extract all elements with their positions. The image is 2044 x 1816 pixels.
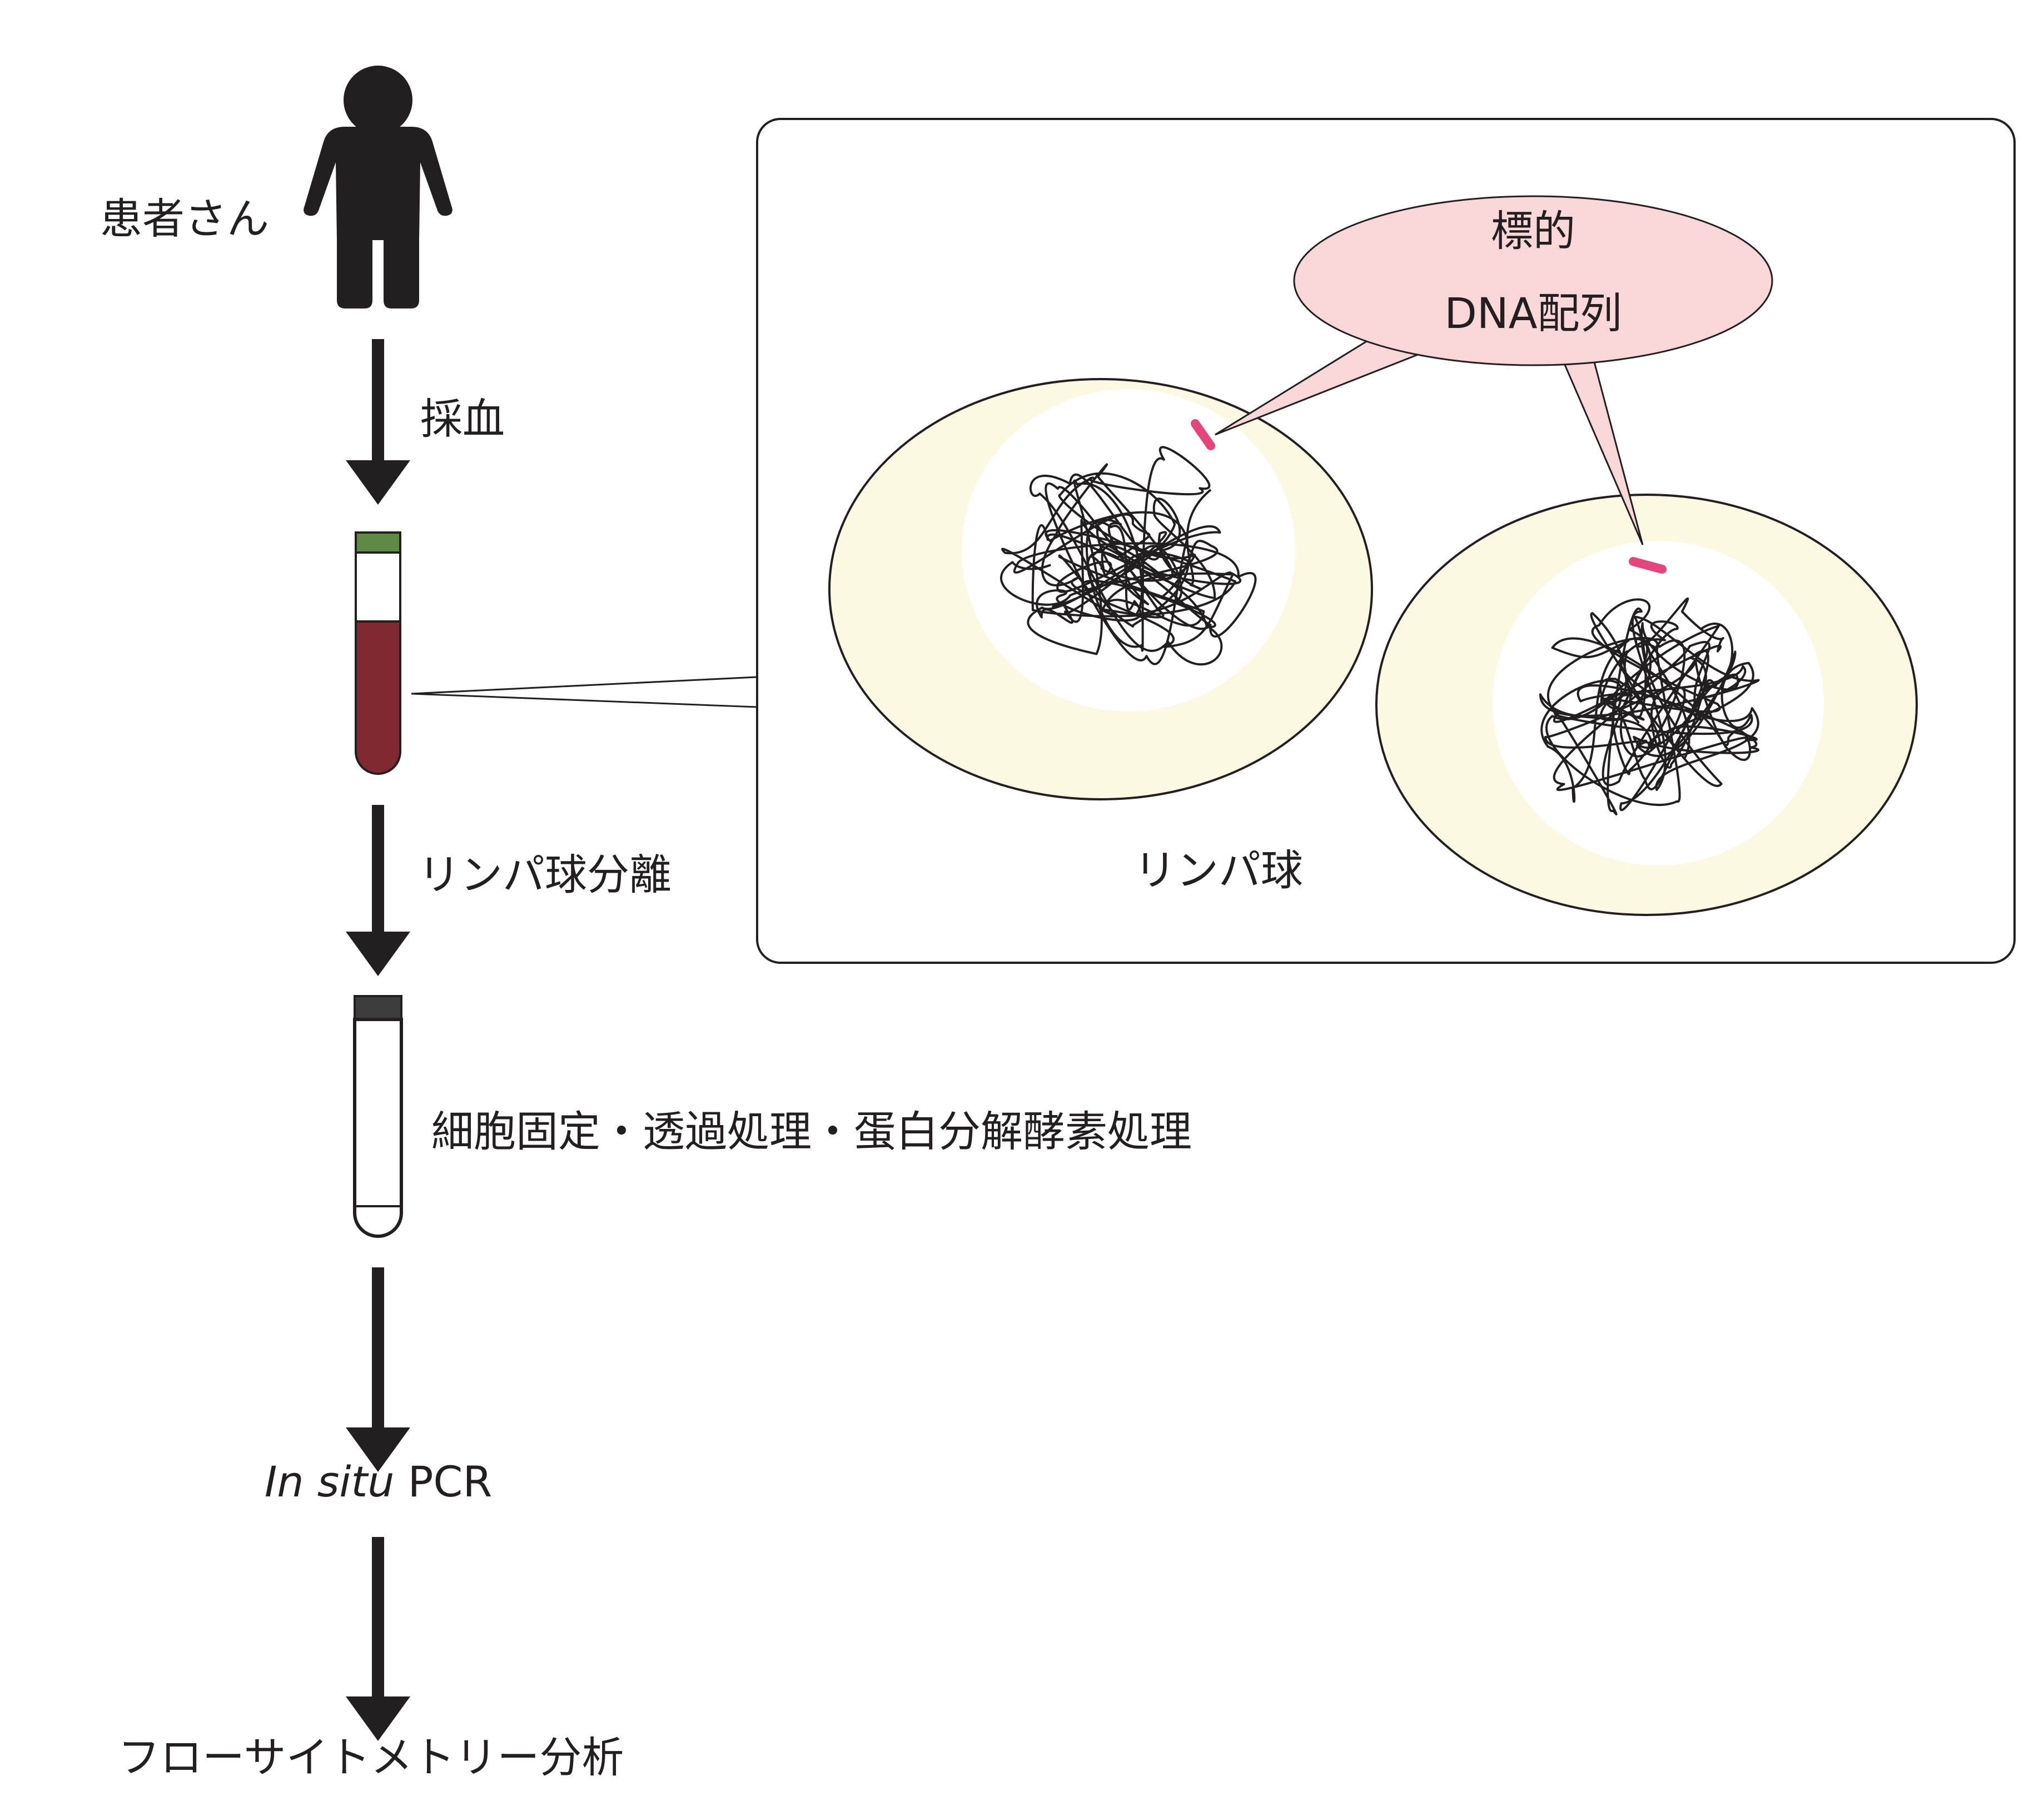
arrow-down-icon bbox=[346, 1537, 410, 1741]
dna-tangle bbox=[1000, 446, 1257, 666]
pcr-text: PCR bbox=[394, 1457, 492, 1506]
target-sequence-marker bbox=[1629, 557, 1667, 574]
lymphocyte-label: リンパ球 bbox=[1134, 845, 1303, 895]
blood-tube-icon bbox=[355, 531, 401, 775]
arrow-down-icon bbox=[346, 805, 410, 976]
blood-draw-label: 採血 bbox=[420, 394, 505, 444]
lymphocyte-separation-label: リンパ球分離 bbox=[418, 850, 672, 899]
patient-label: 患者さん bbox=[100, 194, 269, 243]
dna-strand bbox=[1000, 446, 1257, 666]
dna-strand bbox=[1539, 597, 1760, 815]
patient-icon bbox=[304, 66, 452, 309]
arrow-down-icon bbox=[346, 339, 410, 505]
in-situ-italic: In situ bbox=[265, 1457, 394, 1506]
in-situ-pcr-label: In situ PCR bbox=[265, 1457, 492, 1506]
arrow-down-icon bbox=[346, 1267, 410, 1472]
dna-sequence-label: DNA配列 bbox=[1444, 288, 1622, 338]
target-label: 標的 bbox=[1491, 206, 1575, 256]
target-sequence-marker bbox=[1191, 419, 1215, 450]
flow-cytometry-label: フローサイトメトリー分析 bbox=[118, 1733, 624, 1782]
treatment-label: 細胞固定・透過処理・蛋白分解酵素処理 bbox=[431, 1107, 1192, 1156]
processed-tube-icon bbox=[353, 995, 403, 1238]
dna-tangle bbox=[1539, 597, 1760, 815]
zoom-connector bbox=[411, 676, 758, 708]
callout-fill-cover bbox=[1296, 198, 1771, 364]
